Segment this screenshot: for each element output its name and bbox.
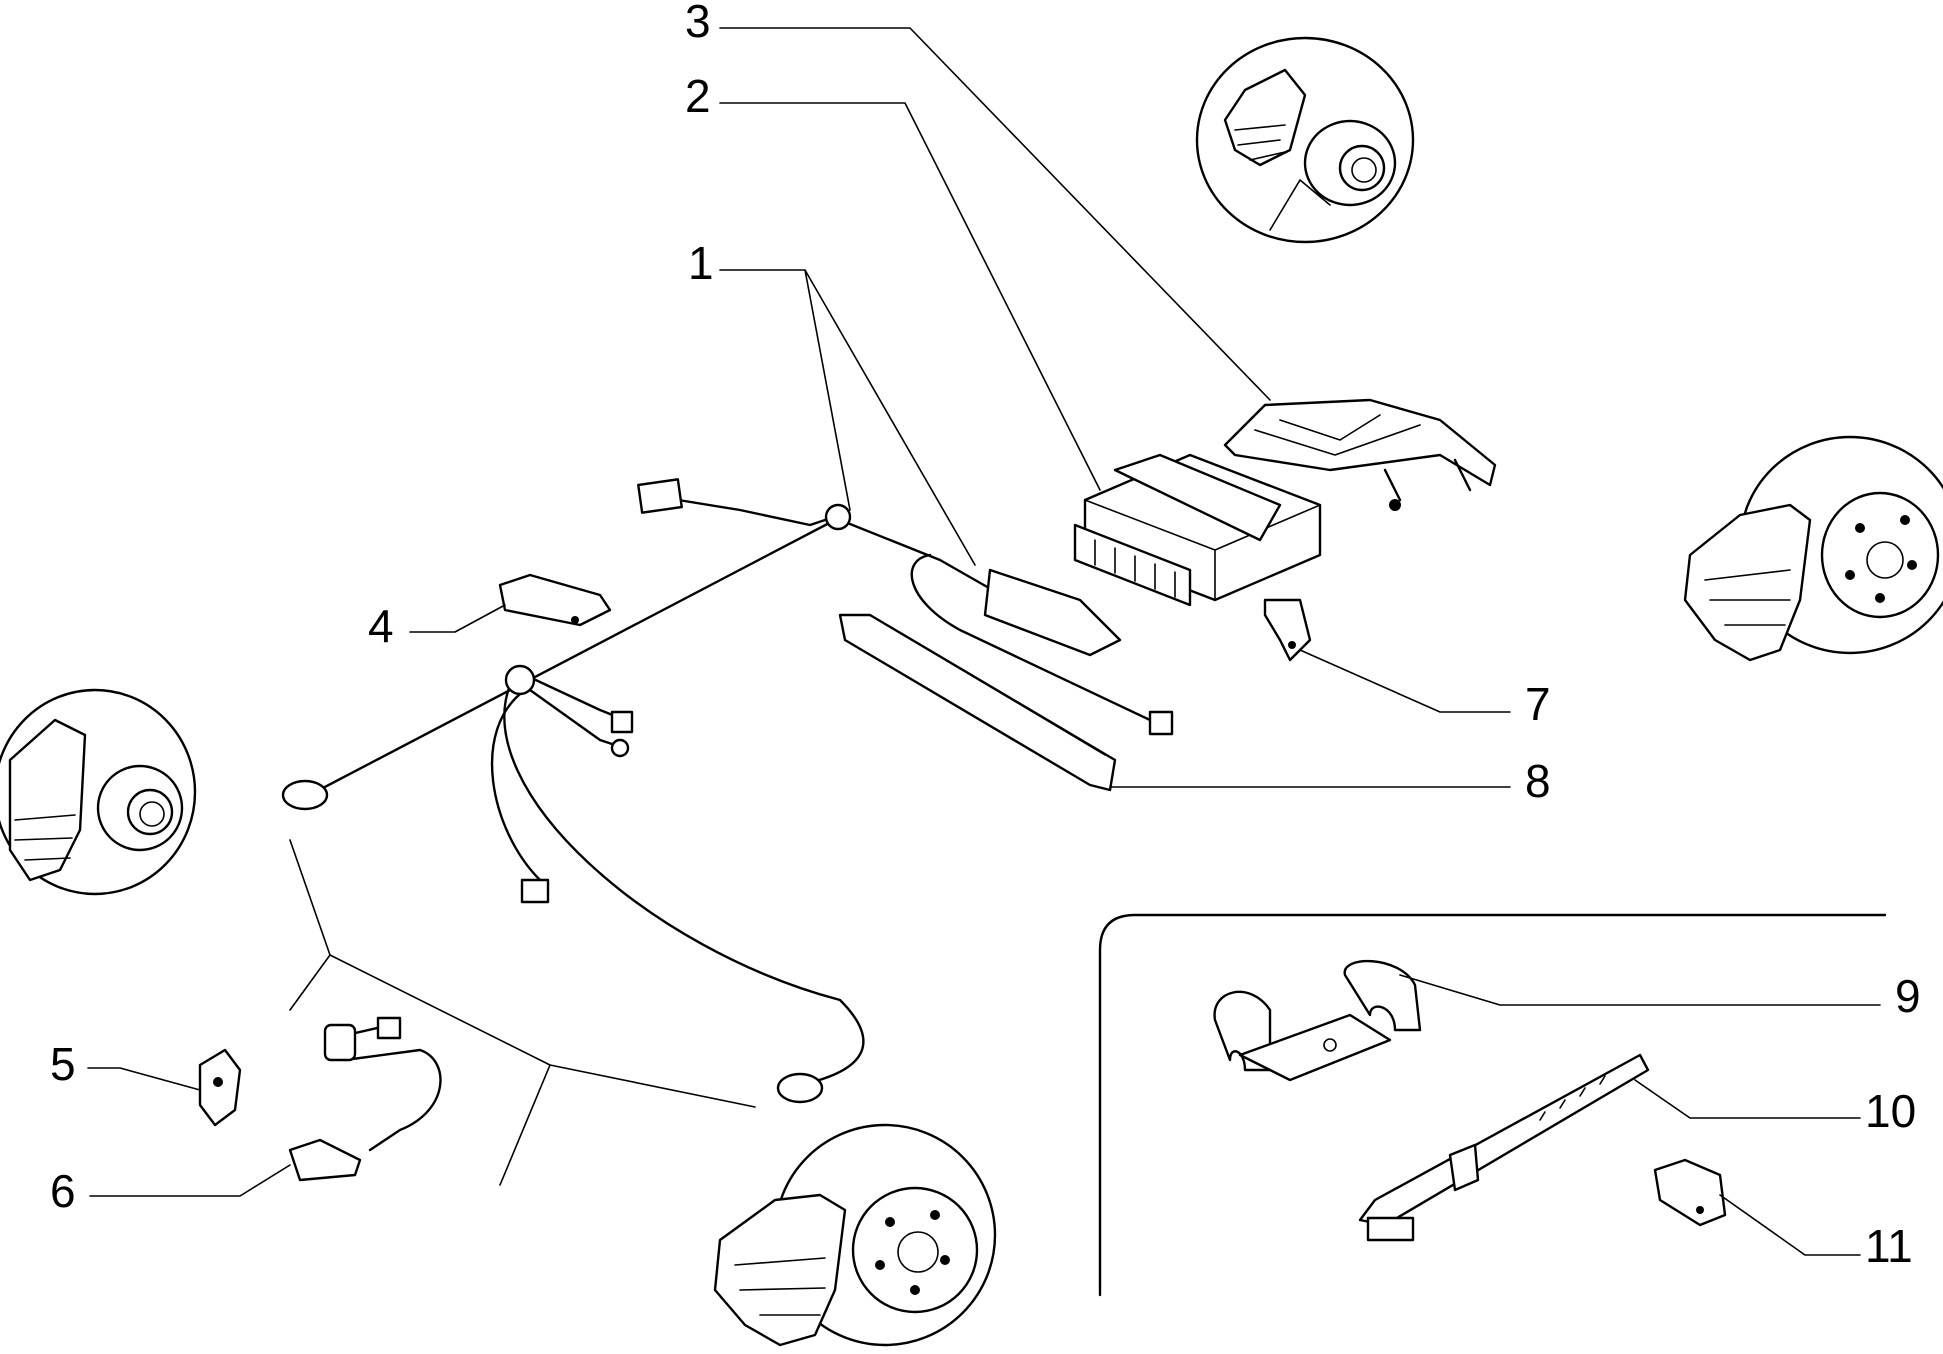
parts-box	[1098, 913, 1887, 1297]
part-6-speed-sensor	[288, 1016, 442, 1182]
part-3-bracket	[1223, 398, 1497, 511]
part-2-control-unit	[1073, 453, 1322, 607]
callout-6: 6	[50, 1165, 76, 1217]
callout-11: 11	[1865, 1220, 1913, 1272]
callout-10: 10	[1865, 1085, 1916, 1137]
part-9-double-clamp	[1213, 959, 1422, 1082]
callout-4: 4	[368, 600, 394, 652]
brake-disc-top	[1195, 36, 1415, 244]
callout-5: 5	[50, 1038, 76, 1090]
part-4-sensor-cover	[498, 573, 612, 627]
callout-9: 9	[1895, 970, 1921, 1022]
brake-disc-right	[1683, 435, 1943, 662]
callout-1: 1	[688, 237, 714, 289]
part-7-clip	[1263, 598, 1312, 662]
part-10-cable-tie	[1358, 1053, 1650, 1242]
callout-8: 8	[1525, 755, 1551, 807]
callout-3: 3	[685, 0, 711, 47]
part-1-harness	[281, 478, 1174, 1104]
part-11-clip	[1653, 1158, 1727, 1227]
part-5-grommet	[198, 1048, 242, 1127]
brake-disc-bottom	[713, 1123, 997, 1347]
part-8-cover	[838, 613, 1117, 792]
callout-7: 7	[1525, 678, 1551, 730]
callout-2: 2	[685, 70, 711, 122]
leader-lines	[87, 27, 1881, 1256]
brake-disc-left	[0, 688, 197, 896]
